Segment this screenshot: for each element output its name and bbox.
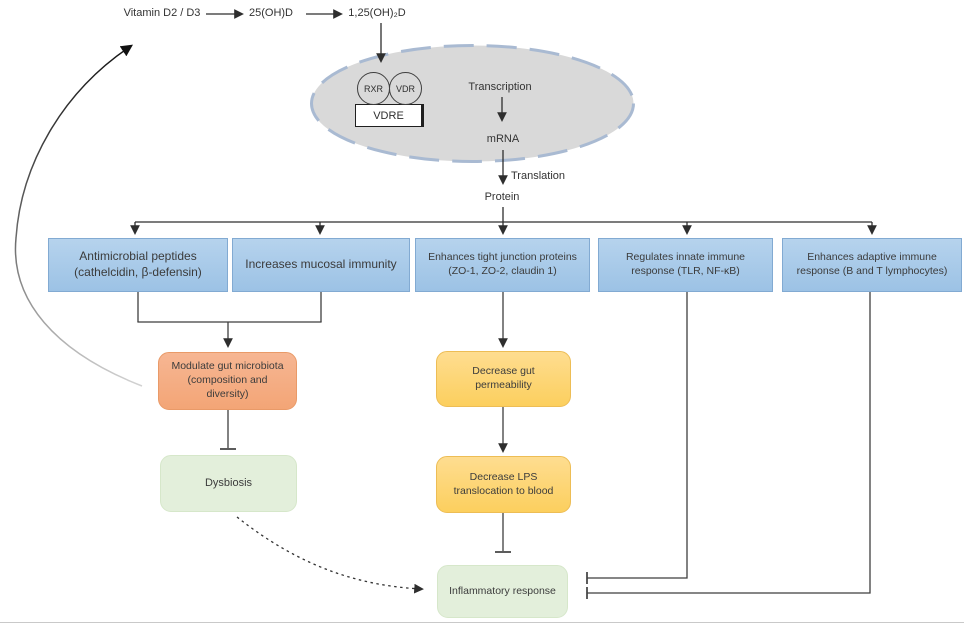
gut-barrier-connector — [495, 292, 511, 553]
rxr-receptor-circle: RXR — [357, 72, 390, 105]
decrease-permeability-box: Decrease gut permeability — [436, 351, 571, 407]
mrna-label: mRNA — [486, 133, 520, 145]
effect-box-adaptive-immune: Enhances adaptive immune response (B and… — [782, 238, 962, 292]
decrease-lps-box: Decrease LPS translocation to blood — [436, 456, 571, 513]
translation-label: Translation — [511, 170, 566, 182]
page-bottom-divider — [0, 622, 964, 623]
protein-label: Protein — [484, 191, 520, 203]
effect-box-antimicrobial: Antimicrobial peptides (cathelcidin, β-d… — [48, 238, 228, 292]
dysbiosis-dashed-arrow — [236, 516, 424, 594]
microbiota-feedback-arrow — [14, 44, 143, 387]
immune-inhibition-connector — [586, 292, 871, 599]
calcidiol-label: 25(OH)D — [248, 7, 294, 19]
effect-box-mucosal-immunity: Increases mucosal immunity — [232, 238, 410, 292]
vdr-receptor-circle: VDR — [389, 72, 422, 105]
expression-arrows — [497, 97, 508, 222]
vdr-label: VDR — [395, 83, 415, 94]
effect-box-tight-junction: Enhances tight junction proteins (ZO-1, … — [415, 238, 590, 292]
vdre-element-box: VDRE — [355, 104, 424, 127]
effect-box-innate-immune: Regulates innate immune response (TLR, N… — [598, 238, 773, 292]
inflammatory-response-box: Inflammatory response — [437, 565, 568, 618]
modulate-microbiota-box: Modulate gut microbiota (composition and… — [158, 352, 297, 410]
rxr-label: RXR — [363, 83, 383, 94]
transcription-label: Transcription — [468, 81, 532, 93]
vitamin-d-label: Vitamin D2 / D3 — [123, 7, 201, 19]
metabolism-arrows — [206, 9, 386, 63]
branch-connector — [130, 221, 877, 235]
nucleus-ellipse — [310, 44, 635, 163]
calcitriol-label: 1,25(OH)₂D — [348, 7, 406, 19]
dysbiosis-box: Dysbiosis — [160, 455, 297, 512]
microbiota-connector — [137, 292, 322, 450]
vdre-label: VDRE — [373, 109, 404, 122]
